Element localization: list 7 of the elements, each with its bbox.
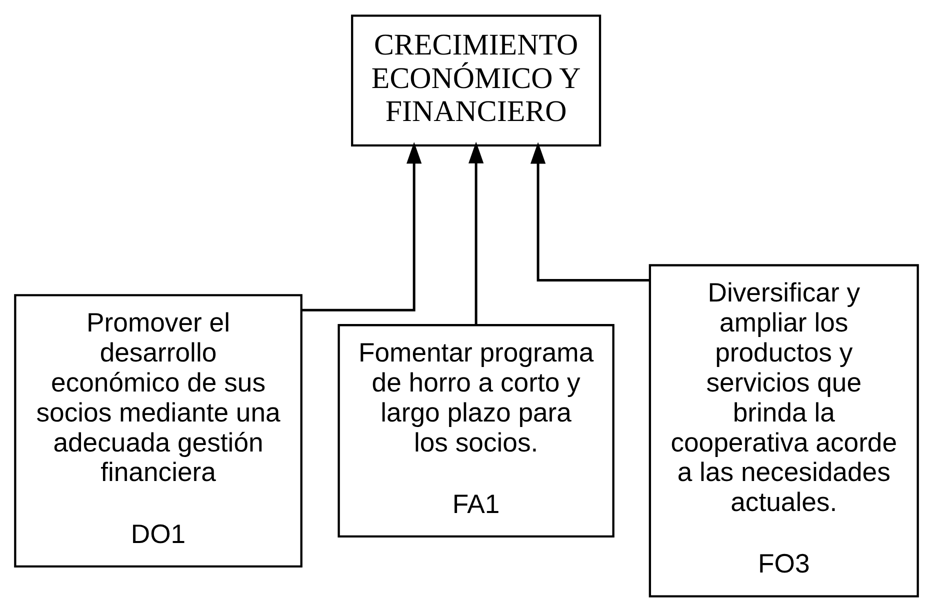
node-box: Fomentar programa de horro a corto y largo plazo para los socios. FA1 bbox=[338, 324, 614, 538]
node-box: Promover el desarrollo económico de sus socios mediante una adecuada gestión financiera DO1 bbox=[14, 294, 302, 567]
arrow bbox=[302, 141, 422, 311]
arrow bbox=[468, 141, 484, 324]
node-box: CRECIMIENTO ECONÓMICO Y FINANCIERO bbox=[351, 14, 602, 146]
node-box: Diversificar y ampliar los productos y servicios que brinda la cooperativa acorde a las necesidades actuales. FO3 bbox=[648, 264, 919, 597]
arrow bbox=[530, 142, 650, 281]
